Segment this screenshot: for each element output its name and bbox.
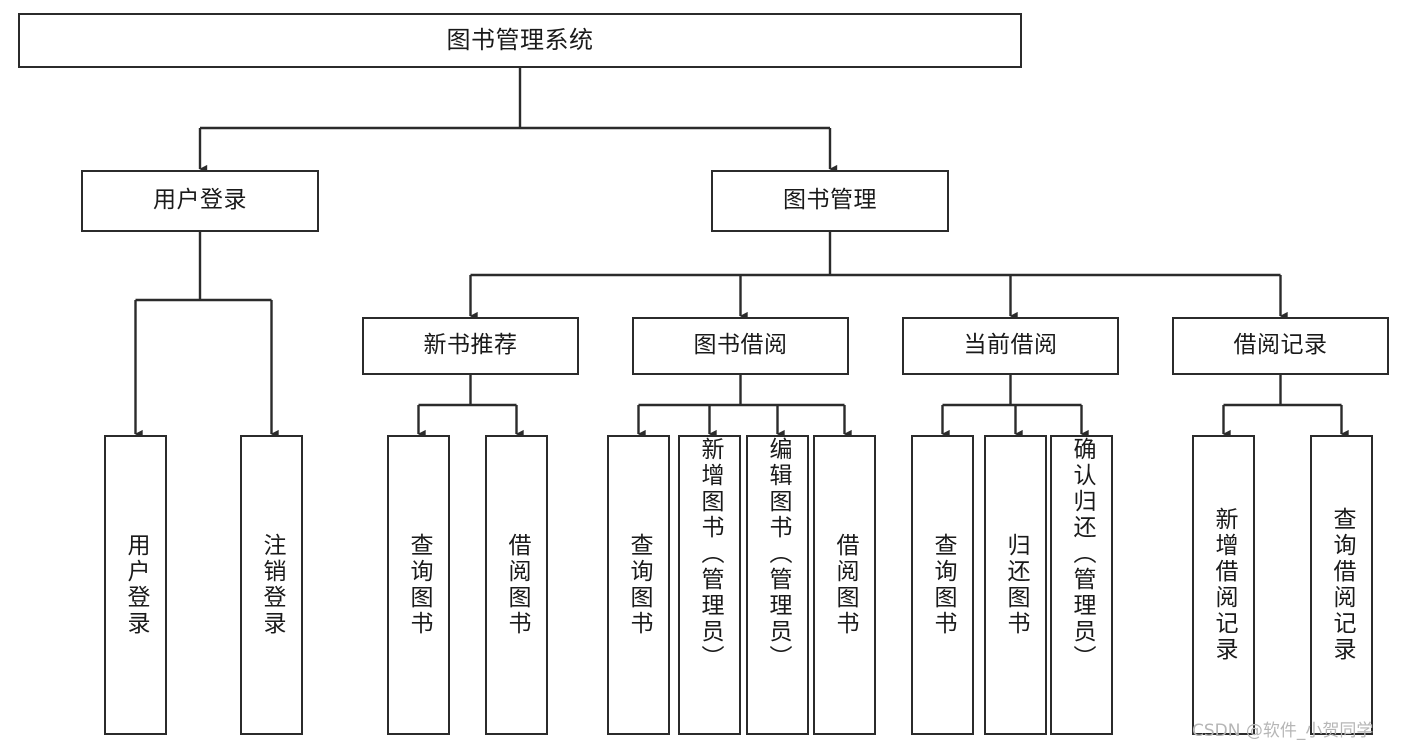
node-current-borrow[interactable]: 当前借阅 <box>902 317 1119 375</box>
node-borrow-records[interactable]: 借阅记录 <box>1172 317 1389 375</box>
node-leaf-add-record[interactable]: 新增借阅记录 <box>1192 435 1255 735</box>
node-root[interactable]: 图书管理系统 <box>18 13 1022 68</box>
node-leaf-query-book-2-label: 查询图书 <box>626 533 652 637</box>
node-leaf-query-record[interactable]: 查询借阅记录 <box>1310 435 1373 735</box>
node-leaf-query-book-3[interactable]: 查询图书 <box>911 435 974 735</box>
node-borrow-records-label: 借阅记录 <box>1233 332 1328 359</box>
node-book-manage[interactable]: 图书管理 <box>711 170 949 232</box>
node-book-borrow-label: 图书借阅 <box>693 332 788 359</box>
node-leaf-edit-book[interactable]: 编辑图书（管理员） <box>746 435 809 735</box>
node-root-label: 图书管理系统 <box>446 26 594 55</box>
node-leaf-borrow-book-1-label: 借阅图书 <box>504 533 530 637</box>
node-leaf-logout[interactable]: 注销登录 <box>240 435 303 735</box>
node-new-book-rec-label: 新书推荐 <box>423 332 518 359</box>
node-user-login[interactable]: 用户登录 <box>81 170 319 232</box>
node-current-borrow-label: 当前借阅 <box>963 332 1058 359</box>
node-leaf-return-book[interactable]: 归还图书 <box>984 435 1047 735</box>
node-leaf-borrow-book-2[interactable]: 借阅图书 <box>813 435 876 735</box>
node-leaf-borrow-book-1[interactable]: 借阅图书 <box>485 435 548 735</box>
node-leaf-confirm-return-label: 确认归还（管理员） <box>1069 437 1095 671</box>
node-leaf-confirm-return[interactable]: 确认归还（管理员） <box>1050 435 1113 735</box>
node-leaf-query-book-3-label: 查询图书 <box>930 533 956 637</box>
node-leaf-add-book-label: 新增图书（管理员） <box>697 437 723 671</box>
node-leaf-query-book-2[interactable]: 查询图书 <box>607 435 670 735</box>
node-leaf-add-book[interactable]: 新增图书（管理员） <box>678 435 741 735</box>
node-leaf-edit-book-label: 编辑图书（管理员） <box>765 437 791 671</box>
node-book-borrow[interactable]: 图书借阅 <box>632 317 849 375</box>
node-book-manage-label: 图书管理 <box>783 187 877 214</box>
node-leaf-query-record-label: 查询借阅记录 <box>1329 507 1355 663</box>
node-leaf-user-login[interactable]: 用户登录 <box>104 435 167 735</box>
node-new-book-rec[interactable]: 新书推荐 <box>362 317 579 375</box>
node-leaf-borrow-book-2-label: 借阅图书 <box>832 533 858 637</box>
node-leaf-query-book-1-label: 查询图书 <box>406 533 432 637</box>
node-leaf-query-book-1[interactable]: 查询图书 <box>387 435 450 735</box>
node-leaf-add-record-label: 新增借阅记录 <box>1211 507 1237 663</box>
node-leaf-logout-label: 注销登录 <box>259 533 285 637</box>
node-leaf-return-book-label: 归还图书 <box>1003 533 1029 637</box>
node-leaf-user-login-label: 用户登录 <box>123 533 149 637</box>
csdn-watermark: CSDN @软件_小贺同学 <box>1192 721 1374 741</box>
node-user-login-label: 用户登录 <box>153 187 247 214</box>
